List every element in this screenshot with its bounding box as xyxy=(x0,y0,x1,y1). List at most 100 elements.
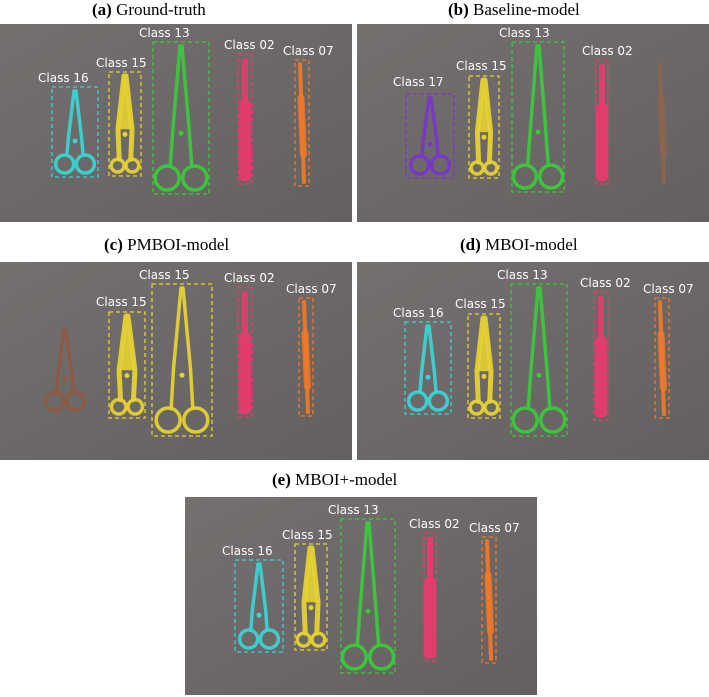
class-label: Class 07 xyxy=(469,521,520,535)
instrument-grip xyxy=(484,571,494,635)
bounding-box xyxy=(340,518,396,674)
instrument-hinge xyxy=(536,372,542,378)
detection-1: Class 16 xyxy=(222,544,284,653)
class-label: Class 07 xyxy=(283,44,334,58)
caption-e-title: MBOI+-model xyxy=(295,470,398,489)
bounding-box xyxy=(595,59,609,185)
instrument-ring xyxy=(153,164,181,192)
bounding-box xyxy=(405,93,455,179)
class-label: Class 15 xyxy=(282,528,333,542)
class-label: Class 16 xyxy=(222,544,273,558)
detection-4: Class 02 xyxy=(409,517,460,662)
instrument-ring xyxy=(340,643,368,671)
detection-1: Class 17 xyxy=(393,75,455,179)
instrument-hinge xyxy=(535,129,541,135)
instrument-ring xyxy=(109,397,128,416)
bounding-box xyxy=(151,283,213,437)
bounding-box xyxy=(298,297,314,417)
bounding-box xyxy=(51,86,99,178)
caption-e: (e) MBOI+-model xyxy=(272,470,397,490)
class-label: Class 16 xyxy=(393,306,444,320)
class-label: Class 15 xyxy=(455,297,506,311)
instrument-blade xyxy=(420,96,440,158)
instrument-blade xyxy=(474,77,494,165)
tray-background xyxy=(357,24,709,222)
detection-3: Class 13 xyxy=(499,26,565,193)
instrument-hinge xyxy=(256,612,262,618)
bounding-box xyxy=(294,543,328,651)
instrument-hinge xyxy=(481,134,487,140)
instrument-jaw xyxy=(119,316,135,371)
detection-3: Class 13 xyxy=(497,268,568,437)
detection-5: Class 07 xyxy=(283,44,334,187)
bounding-box xyxy=(294,59,310,187)
detection-5: Class 07 xyxy=(643,282,694,419)
instrument-grip xyxy=(424,577,436,659)
class-label: Class 15 xyxy=(456,59,507,73)
detection-1 xyxy=(43,328,87,412)
instrument-blade xyxy=(355,521,381,647)
detection-4: Class 02 xyxy=(224,38,275,185)
instrument-ring xyxy=(469,160,485,176)
instrument-hinge xyxy=(124,373,130,379)
caption-b-title: Baseline-model xyxy=(473,0,580,19)
bounding-box xyxy=(481,536,497,664)
instrument-ring xyxy=(182,406,210,434)
instrument-blade xyxy=(525,44,551,167)
instrument-hinge xyxy=(427,141,433,147)
instrument-blade xyxy=(526,286,552,410)
instrument-hinge xyxy=(72,138,78,144)
detection-1: Class 16 xyxy=(393,306,452,415)
bounding-box xyxy=(237,286,253,418)
instrument-grip xyxy=(297,94,307,158)
instrument-ring xyxy=(237,628,260,650)
class-label: Class 13 xyxy=(139,26,190,40)
instrument-ring xyxy=(483,399,500,416)
class-label: Class 07 xyxy=(286,282,337,296)
instrument-ring xyxy=(310,631,327,648)
bounding-box xyxy=(510,283,568,437)
instrument-shaft xyxy=(598,296,604,341)
instrument-shaft xyxy=(242,291,248,337)
class-label: Class 02 xyxy=(582,44,633,58)
instrument-grip xyxy=(595,336,607,418)
detection-5 xyxy=(657,62,667,184)
instrument-ring xyxy=(295,631,312,648)
instrument-ring xyxy=(43,390,66,412)
detection-2: Class 15 xyxy=(455,297,506,419)
detection-3: Class 13 xyxy=(139,26,210,195)
instrument-hinge xyxy=(308,605,314,611)
instrument-ring xyxy=(64,390,87,412)
instrument-ring xyxy=(154,406,182,434)
instrument-ring xyxy=(537,163,565,190)
tray-background xyxy=(0,24,352,222)
caption-a: (a) Ground-truth xyxy=(92,0,206,20)
instrument-grip xyxy=(657,94,667,158)
class-label: Class 13 xyxy=(499,26,550,40)
instrument-jaw xyxy=(117,76,133,130)
instrument-grip xyxy=(657,330,667,392)
detection-4: Class 02 xyxy=(580,276,631,421)
detection-5: Class 07 xyxy=(469,521,520,664)
instrument-blade xyxy=(168,44,194,168)
detection-1: Class 16 xyxy=(38,71,99,178)
instrument-hinge xyxy=(365,608,371,614)
detection-2: Class 15 xyxy=(282,528,333,651)
instrument-blade xyxy=(418,324,438,394)
instrument-ring xyxy=(53,153,76,175)
class-label: Class 02 xyxy=(224,38,275,52)
instrument-ring xyxy=(511,163,539,190)
instrument-ring xyxy=(124,157,141,174)
bounding-box xyxy=(404,321,452,415)
instrument-ring xyxy=(408,154,431,176)
instrument-hinge xyxy=(62,376,68,382)
detection-2: Class 15 xyxy=(456,59,507,179)
caption-b-letter: (b) xyxy=(448,0,469,19)
instrument-hinge xyxy=(178,130,184,136)
